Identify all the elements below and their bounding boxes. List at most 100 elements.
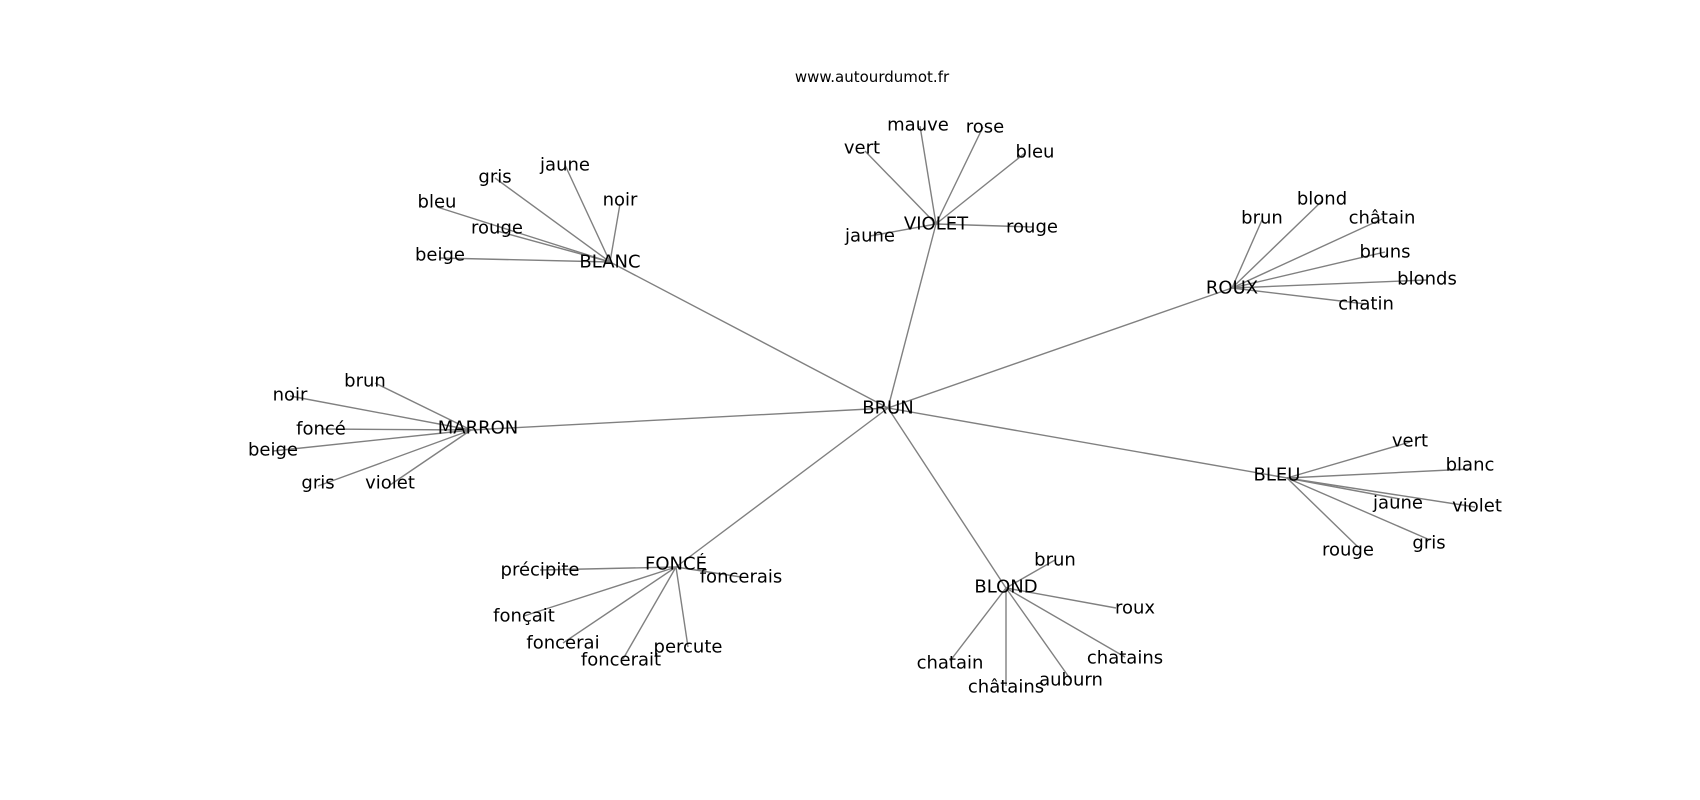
leaf-node-roux[interactable]: brun: [1241, 208, 1283, 229]
edge-blond-leaf: [1005, 587, 1117, 609]
edge-bleu-leaf: [1286, 477, 1431, 541]
leaf-node-bleu[interactable]: vert: [1392, 431, 1428, 452]
hub-node-foncé[interactable]: FONCÉ: [645, 553, 707, 575]
leaf-node-marron[interactable]: noir: [273, 385, 308, 406]
leaf-node-marron[interactable]: violet: [365, 473, 415, 494]
leaf-node-marron[interactable]: gris: [301, 473, 334, 494]
edge-violet-leaf: [864, 150, 937, 225]
edge-marron-leaf: [289, 395, 472, 431]
edge-roux-leaf: [1231, 279, 1428, 289]
edge-foncé-leaf: [675, 566, 689, 648]
leaf-node-roux[interactable]: blond: [1297, 189, 1347, 210]
edge-violet-leaf: [869, 223, 937, 237]
leaf-node-bleu[interactable]: jaune: [1372, 493, 1423, 514]
center-node-label[interactable]: BRUN: [862, 398, 914, 419]
leaf-node-blanc[interactable]: bleu: [418, 192, 457, 213]
leaf-node-roux[interactable]: châtain: [1349, 208, 1416, 229]
edge-violet-leaf: [935, 223, 1034, 228]
leaf-node-roux[interactable]: bruns: [1359, 242, 1410, 263]
leaf-node-foncé[interactable]: précipite: [501, 560, 580, 581]
leaf-node-blond[interactable]: brun: [1034, 550, 1076, 571]
leaf-node-violet[interactable]: bleu: [1016, 142, 1055, 163]
edge-bleu-leaf: [1286, 441, 1411, 479]
edge-center-violet: [887, 223, 937, 409]
hub-node-roux[interactable]: ROUX: [1206, 278, 1258, 299]
leaf-node-blond[interactable]: chatain: [917, 653, 984, 674]
edge-blanc-leaf: [494, 177, 611, 263]
edge-blond-leaf: [1005, 559, 1056, 589]
leaf-node-marron[interactable]: beige: [248, 440, 298, 461]
edge-bleu-leaf: [1286, 477, 1476, 508]
leaf-node-blanc[interactable]: rouge: [471, 218, 523, 239]
leaf-node-blond[interactable]: chatains: [1087, 648, 1163, 669]
hub-node-marron[interactable]: MARRON: [438, 418, 519, 439]
leaf-node-foncé[interactable]: percute: [654, 637, 723, 658]
edge-center-blanc: [609, 261, 889, 409]
leaf-node-blanc[interactable]: gris: [478, 167, 511, 188]
edge-blanc-leaf: [436, 206, 611, 263]
leaf-node-foncé[interactable]: foncerait: [581, 650, 661, 671]
label-layer: BRUN BLANC gris jaune noir bleu rouge beige VIOL…: [248, 115, 1502, 698]
leaf-node-foncé[interactable]: fonçait: [493, 606, 555, 627]
site-url: www.autourdumot.fr: [795, 68, 950, 86]
leaf-node-bleu[interactable]: violet: [1452, 496, 1502, 517]
leaf-node-blanc[interactable]: beige: [415, 245, 465, 266]
leaf-node-marron[interactable]: foncé: [296, 419, 346, 440]
leaf-node-blanc[interactable]: noir: [603, 190, 638, 211]
leaf-node-marron[interactable]: brun: [344, 371, 386, 392]
leaf-node-blond[interactable]: châtains: [968, 677, 1044, 698]
leaf-node-roux[interactable]: chatin: [1338, 294, 1394, 315]
hub-node-blond[interactable]: BLOND: [974, 577, 1037, 598]
hub-node-blanc[interactable]: BLANC: [579, 252, 640, 273]
edge-layer: [272, 125, 1476, 686]
leaf-node-violet[interactable]: vert: [844, 138, 880, 159]
edge-roux-leaf: [1231, 251, 1386, 289]
edge-violet-leaf: [919, 125, 937, 225]
edge-roux-leaf: [1231, 218, 1383, 289]
edge-center-blond: [887, 407, 1007, 589]
edge-blond-leaf: [949, 587, 1007, 662]
edge-foncé-leaf: [539, 566, 677, 571]
leaf-node-violet[interactable]: jaune: [844, 226, 895, 247]
leaf-node-violet[interactable]: rose: [966, 117, 1004, 138]
edge-blanc-leaf: [564, 164, 611, 263]
leaf-node-roux[interactable]: blonds: [1397, 269, 1457, 290]
edge-roux-leaf: [1231, 287, 1367, 305]
edge-blanc-leaf: [609, 203, 621, 263]
leaf-node-blond[interactable]: roux: [1115, 598, 1155, 619]
leaf-node-violet[interactable]: rouge: [1006, 217, 1058, 238]
edge-marron-leaf: [272, 429, 472, 452]
edge-center-roux: [887, 287, 1233, 409]
edge-marron-leaf: [317, 429, 472, 487]
edge-violet-leaf: [935, 126, 984, 225]
edge-blanc-leaf: [439, 257, 611, 263]
edge-roux-leaf: [1231, 219, 1263, 289]
leaf-node-bleu[interactable]: gris: [1412, 533, 1445, 554]
hub-node-bleu[interactable]: BLEU: [1254, 465, 1301, 486]
edge-marron-leaf: [374, 382, 472, 431]
edge-foncé-leaf: [562, 566, 677, 644]
edge-center-marron: [470, 407, 889, 431]
leaf-node-blanc[interactable]: jaune: [539, 155, 590, 176]
leaf-node-bleu[interactable]: rouge: [1322, 540, 1374, 561]
edge-marron-leaf: [389, 429, 472, 486]
edge-blond-leaf: [1005, 587, 1072, 681]
leaf-node-blond[interactable]: auburn: [1039, 670, 1103, 691]
edge-blond-leaf: [1005, 587, 1126, 658]
edge-bleu-leaf: [1286, 468, 1471, 479]
leaf-node-foncé[interactable]: foncerai: [526, 633, 599, 654]
edge-roux-leaf: [1231, 200, 1323, 289]
leaf-node-bleu[interactable]: blanc: [1446, 455, 1495, 476]
edge-foncé-leaf: [622, 566, 677, 660]
edge-marron-leaf: [320, 428, 472, 431]
edge-center-foncé: [675, 407, 889, 568]
hub-node-violet[interactable]: VIOLET: [904, 214, 969, 235]
edge-foncé-leaf: [523, 566, 677, 617]
edge-blanc-leaf: [496, 230, 611, 263]
edge-violet-leaf: [935, 152, 1026, 225]
edge-bleu-leaf: [1286, 477, 1359, 548]
leaf-node-foncé[interactable]: foncerais: [700, 567, 783, 588]
edge-foncé-leaf: [675, 566, 742, 578]
leaf-node-violet[interactable]: mauve: [887, 115, 949, 136]
